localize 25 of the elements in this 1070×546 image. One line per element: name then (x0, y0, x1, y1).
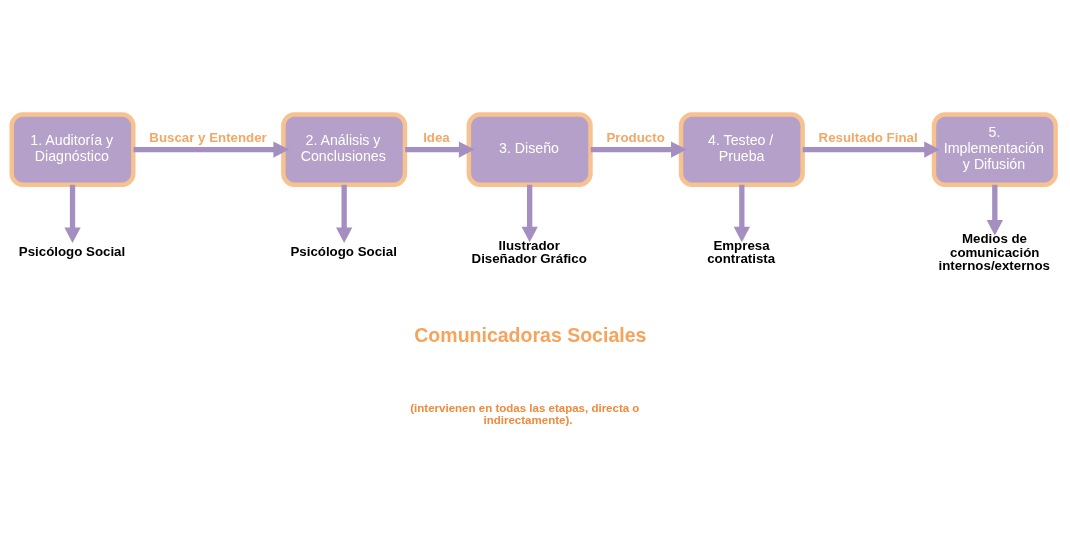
node-box: 1. Auditoría y Diagnóstico (9, 112, 136, 187)
arrow (733, 184, 750, 243)
node-text: Psicólogo Social (290, 243, 397, 259)
edge-label: Buscar y Entender (149, 129, 267, 145)
edge-label: Producto (606, 129, 665, 145)
node-text: Psicólogo Social (18, 243, 126, 259)
arrow (802, 141, 940, 158)
node-box: 3. Diseño (466, 112, 593, 187)
arrow (64, 184, 81, 244)
node-box: 2. Análisis y Conclusiones (281, 112, 408, 187)
arrow (336, 184, 353, 244)
arrow (986, 184, 1003, 236)
arrow (521, 184, 538, 243)
label: Comunicadoras Sociales (414, 324, 647, 347)
node-box: 4. Testeo / Prueba (678, 112, 805, 187)
edge-label: Idea (423, 129, 450, 145)
node-box: 5. Implementación y Difusión (931, 112, 1058, 187)
arrow (133, 141, 289, 158)
arrow (590, 141, 687, 158)
arrow (405, 141, 475, 158)
label: (intervienen en todas las etapas, directa o indirectamente). (410, 402, 640, 426)
node-text: Empresa contratista (707, 237, 776, 267)
node-text: Medios de comunicación internos/externos (938, 231, 1051, 273)
edge-label: Resultado Final (818, 129, 918, 145)
node-text: Ilustrador Diseñador Gráfico (471, 237, 587, 267)
